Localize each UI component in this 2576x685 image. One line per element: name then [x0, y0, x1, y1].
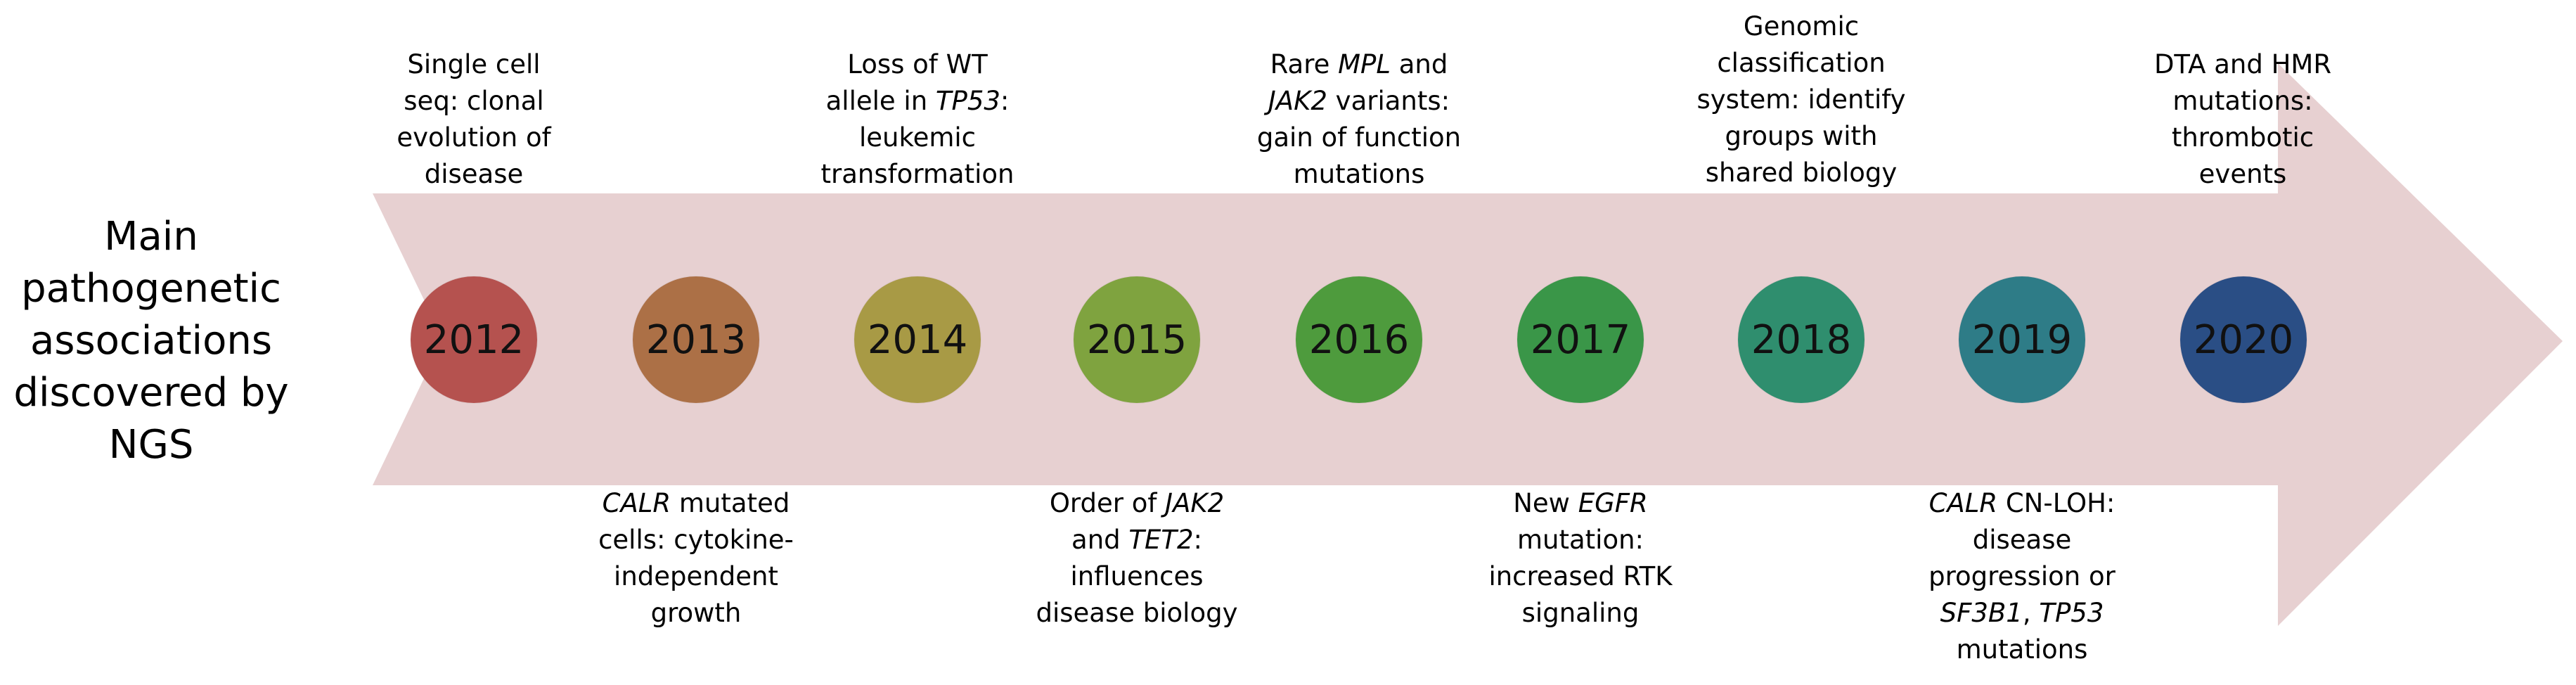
- gene-name: TP53: [935, 86, 1000, 116]
- caption-line: DTA and HMR: [2153, 49, 2332, 79]
- caption-line: transformation: [820, 159, 1015, 189]
- caption-2019: CALR CN-LOH: disease progression or SF3B…: [1888, 485, 2156, 668]
- caption-line: disease biology: [1036, 598, 1238, 628]
- caption-2013: CALR mutated cells: cytokine- independen…: [562, 485, 830, 632]
- title-line: Main: [104, 214, 198, 260]
- caption-text: allele in: [825, 86, 936, 116]
- gene-name: SF3B1: [1940, 598, 2023, 628]
- caption-line: thrombotic: [2171, 122, 2314, 153]
- diagram-title: Main pathogenetic associations discovere…: [0, 211, 302, 471]
- year-node-2016: 2016: [1296, 276, 1422, 403]
- year-node-2014: 2014: [854, 276, 981, 403]
- title-line: NGS: [108, 422, 194, 468]
- caption-line: independent: [614, 561, 778, 591]
- caption-line: events: [2198, 159, 2287, 189]
- gene-name: CALR: [1928, 488, 1998, 518]
- caption-line: and TET2:: [1003, 522, 1270, 558]
- caption-text: Order of: [1049, 488, 1166, 518]
- caption-line: groups with: [1725, 121, 1878, 151]
- year-label: 2016: [1308, 316, 1410, 363]
- caption-line: Order of JAK2: [1003, 485, 1270, 522]
- caption-line: Loss of WT: [847, 49, 988, 79]
- caption-2018: Genomic classification system: identify …: [1668, 8, 1935, 191]
- caption-text: and: [1071, 525, 1129, 555]
- year-label: 2012: [423, 316, 524, 363]
- caption-text: variants:: [1327, 86, 1450, 116]
- title-line: discovered by: [13, 370, 289, 416]
- caption-2014: Loss of WT allele in TP53: leukemic tran…: [784, 46, 1051, 193]
- caption-line: mutation:: [1516, 525, 1644, 555]
- title-line: pathogenetic: [21, 266, 281, 312]
- caption-line: allele in TP53:: [784, 83, 1051, 120]
- gene-name: JAK2: [1268, 86, 1327, 116]
- caption-line: gain of function: [1256, 122, 1462, 153]
- year-label: 2014: [867, 316, 968, 363]
- gene-name: TP53: [2039, 598, 2104, 628]
- caption-line: CALR mutated: [562, 485, 830, 522]
- year-label: 2020: [2193, 316, 2294, 363]
- year-label: 2013: [645, 316, 747, 363]
- caption-2020: DTA and HMR mutations: thrombotic events: [2109, 46, 2376, 193]
- caption-line: Genomic: [1743, 11, 1860, 41]
- caption-line: Rare MPL and: [1225, 46, 1493, 83]
- title-line: associations: [30, 318, 273, 364]
- caption-text: :: [1193, 525, 1202, 555]
- gene-name: JAK2: [1165, 488, 1225, 518]
- caption-line: growth: [650, 598, 742, 628]
- year-node-2020: 2020: [2180, 276, 2307, 403]
- caption-text: :: [1000, 86, 1010, 116]
- year-node-2012: 2012: [411, 276, 537, 403]
- caption-line: mutations:: [2172, 86, 2313, 116]
- caption-line: classification: [1717, 48, 1886, 78]
- year-node-2017: 2017: [1517, 276, 1644, 403]
- caption-2015: Order of JAK2 and TET2: influences disea…: [1003, 485, 1270, 632]
- year-label: 2015: [1086, 316, 1187, 363]
- caption-line: mutations: [1956, 634, 2088, 665]
- gene-name: EGFR: [1578, 488, 1648, 518]
- caption-text: ,: [2022, 598, 2040, 628]
- caption-line: evolution of: [397, 122, 551, 153]
- caption-line: leukemic: [858, 122, 977, 153]
- caption-line: CALR CN-LOH:: [1888, 485, 2156, 522]
- caption-line: seq: clonal: [404, 86, 544, 116]
- caption-line: system: identify: [1696, 84, 1906, 115]
- year-node-2013: 2013: [633, 276, 759, 403]
- caption-text: Rare: [1270, 49, 1339, 79]
- year-node-2019: 2019: [1959, 276, 2085, 403]
- caption-line: increased RTK: [1488, 561, 1673, 591]
- gene-name: TET2: [1128, 525, 1194, 555]
- caption-line: Single cell: [407, 49, 541, 79]
- caption-2017: New EGFR mutation: increased RTK signali…: [1447, 485, 1714, 632]
- caption-line: cells: cytokine-: [598, 525, 794, 555]
- caption-line: disease: [424, 159, 524, 189]
- caption-line: mutations: [1293, 159, 1425, 189]
- gene-name: MPL: [1338, 49, 1391, 79]
- year-node-2015: 2015: [1074, 276, 1200, 403]
- caption-line: progression or: [1928, 561, 2115, 591]
- year-label: 2018: [1751, 316, 1852, 363]
- year-node-2018: 2018: [1738, 276, 1865, 403]
- gene-name: CALR: [602, 488, 671, 518]
- caption-text: CN-LOH:: [1997, 488, 2115, 518]
- caption-text: New: [1513, 488, 1578, 518]
- caption-line: disease: [1972, 525, 2072, 555]
- caption-line: shared biology: [1705, 158, 1898, 188]
- year-label: 2019: [1971, 316, 2073, 363]
- caption-text: and: [1390, 49, 1448, 79]
- caption-line: influences: [1070, 561, 1204, 591]
- caption-line: New EGFR: [1447, 485, 1714, 522]
- year-label: 2017: [1530, 316, 1631, 363]
- caption-line: JAK2 variants:: [1225, 83, 1493, 120]
- caption-line: SF3B1, TP53: [1888, 595, 2156, 632]
- caption-2012: Single cell seq: clonal evolution of dis…: [340, 46, 607, 193]
- caption-line: signaling: [1521, 598, 1640, 628]
- timeline-arrow-shape: [373, 63, 2563, 626]
- caption-2016: Rare MPL and JAK2 variants: gain of func…: [1225, 46, 1493, 193]
- caption-text: mutated: [671, 488, 790, 518]
